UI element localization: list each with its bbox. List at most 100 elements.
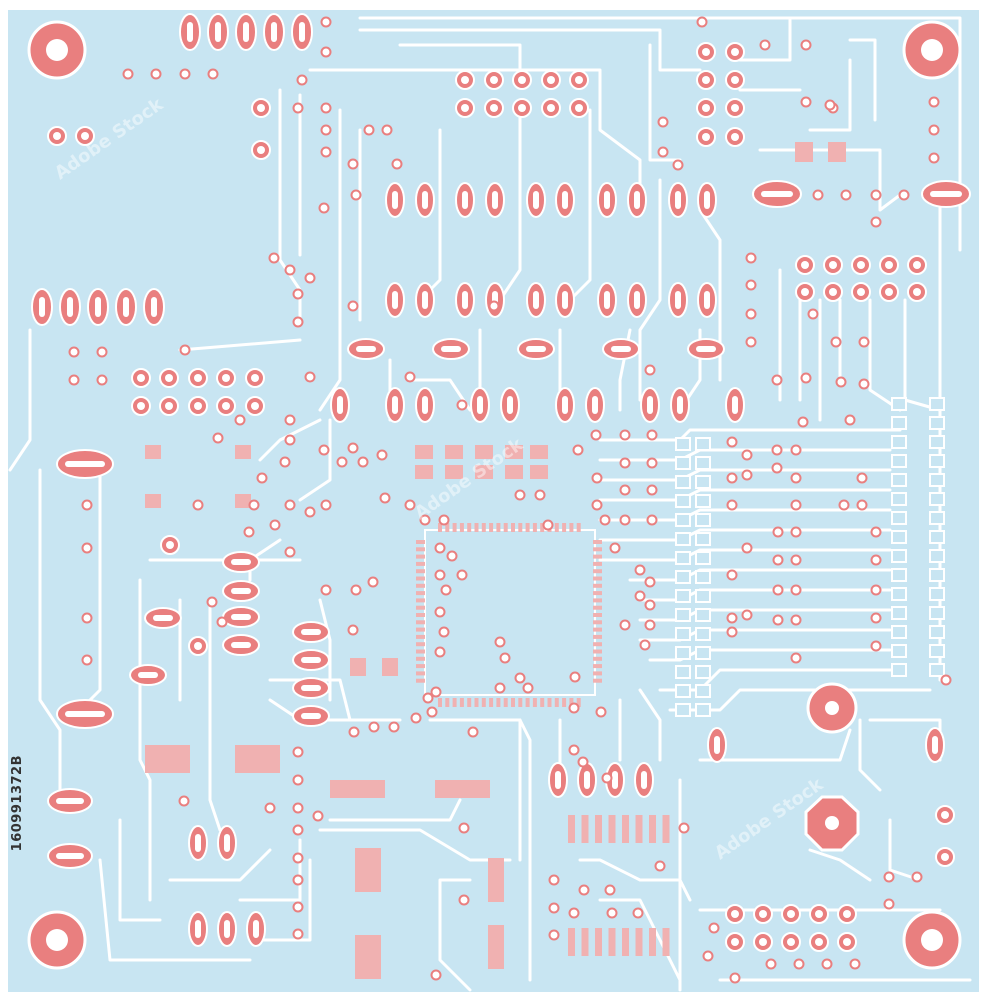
via — [870, 189, 882, 201]
qfp-pin — [467, 523, 472, 532]
via — [726, 626, 738, 638]
header-pad — [695, 589, 711, 603]
round-pad-hole — [194, 642, 202, 650]
via — [548, 902, 560, 914]
oval-pad-slot — [647, 396, 653, 414]
via — [304, 506, 316, 518]
qfp-pin — [511, 523, 515, 532]
oval-pad-slot — [555, 771, 561, 789]
oval-pad-slot — [677, 396, 683, 414]
header-pad — [695, 665, 711, 679]
oval-pad-slot — [39, 297, 45, 317]
oval-pad-slot — [611, 346, 631, 352]
oval-pad-slot — [123, 297, 129, 317]
header-pad — [675, 608, 691, 622]
oval-pad-slot — [422, 291, 428, 309]
round-pad-hole — [137, 402, 145, 410]
qfp-pin — [416, 664, 425, 669]
qfp-pin — [525, 698, 530, 707]
via — [248, 499, 260, 511]
qfp-pin — [481, 698, 486, 707]
via — [206, 596, 218, 608]
soic-pad — [581, 928, 589, 956]
header-pad — [695, 532, 711, 546]
via — [434, 569, 446, 581]
round-pad-hole — [575, 76, 583, 84]
oval-pad-slot — [392, 396, 398, 414]
qfp-pin — [489, 698, 494, 707]
oval-pad-slot — [462, 291, 468, 309]
via — [96, 346, 108, 358]
via — [269, 519, 281, 531]
oval-pad-slot — [641, 771, 647, 789]
qfp-pin — [593, 671, 602, 676]
via — [870, 216, 882, 228]
via — [279, 456, 291, 468]
via — [304, 371, 316, 383]
via — [644, 576, 656, 588]
oval-pad-slot — [187, 22, 193, 42]
round-pad-hole — [222, 402, 230, 410]
oval-pad-slot — [441, 346, 461, 352]
via — [844, 414, 856, 426]
via — [458, 894, 470, 906]
via — [790, 614, 802, 626]
via — [350, 189, 362, 201]
oval-pad-slot — [215, 22, 221, 42]
qfp-pin — [416, 561, 425, 566]
via — [216, 616, 228, 628]
round-pad-hole — [137, 374, 145, 382]
header-pad — [675, 665, 691, 679]
round-pad-hole — [702, 133, 710, 141]
via — [284, 499, 296, 511]
qfp-pin — [540, 523, 545, 532]
via — [320, 102, 332, 114]
qfp-pin — [445, 698, 450, 707]
round-pad-hole — [490, 76, 498, 84]
qfp-pin — [416, 540, 425, 544]
qfp-pin — [554, 523, 559, 532]
via — [928, 96, 940, 108]
header-pad — [675, 437, 691, 451]
via — [430, 969, 442, 981]
via — [243, 526, 255, 538]
via — [292, 102, 304, 114]
oval-pad-slot — [634, 191, 640, 209]
qfp-pin — [593, 547, 602, 552]
via — [419, 514, 431, 526]
via — [284, 434, 296, 446]
qfp-pin — [416, 554, 425, 559]
via — [318, 444, 330, 456]
via — [572, 444, 584, 456]
via — [292, 901, 304, 913]
via — [657, 146, 669, 158]
via — [726, 472, 738, 484]
via — [883, 871, 895, 883]
oval-pad-slot — [231, 588, 251, 594]
via — [646, 484, 658, 496]
round-pad-hole — [490, 104, 498, 112]
via — [569, 671, 581, 683]
round-pad-hole — [251, 374, 259, 382]
via — [499, 652, 511, 664]
round-pad-hole — [857, 261, 865, 269]
via — [604, 884, 616, 896]
header-pad — [891, 492, 907, 506]
via — [422, 692, 434, 704]
via — [772, 526, 784, 538]
header-pad — [695, 703, 711, 717]
round-pads — [47, 42, 955, 952]
via — [940, 674, 952, 686]
via — [320, 146, 332, 158]
header-pad — [891, 435, 907, 449]
oval-pad-slot — [761, 191, 793, 197]
oval-pad-slot — [231, 614, 251, 620]
via — [376, 449, 388, 461]
via — [292, 316, 304, 328]
header-pad — [891, 416, 907, 430]
via — [696, 16, 708, 28]
qfp-pin — [503, 698, 508, 707]
via — [644, 619, 656, 631]
oval-pad-slot — [231, 559, 251, 565]
via — [800, 96, 812, 108]
